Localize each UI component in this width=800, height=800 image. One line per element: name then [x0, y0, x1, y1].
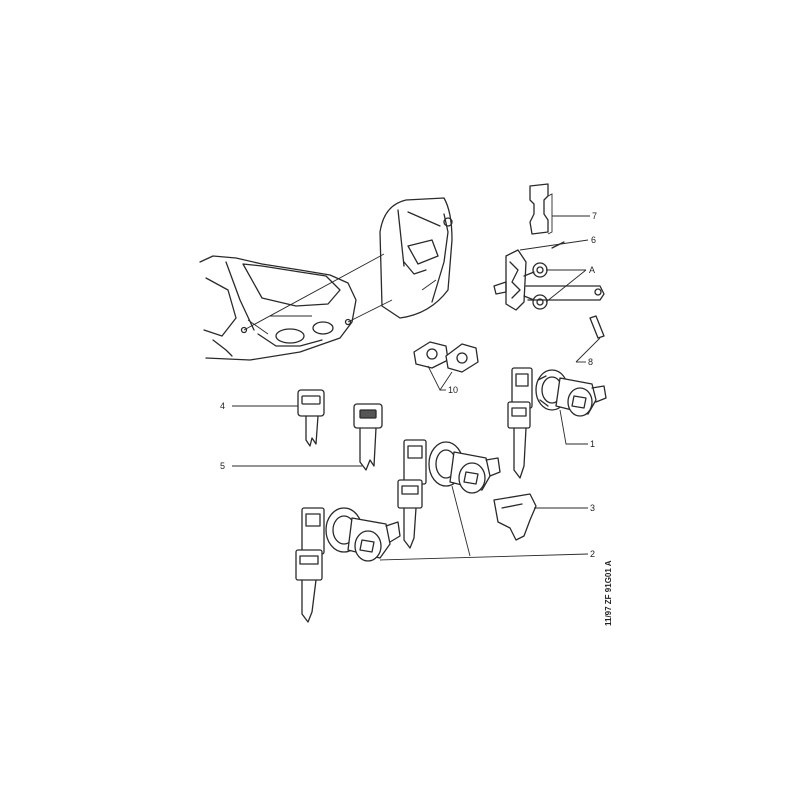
check-strap-plate: 7 — [529, 183, 597, 235]
callout-3: 3 — [590, 503, 595, 513]
lock-barrel-set-2b — [295, 507, 401, 623]
callout-6: 6 — [591, 235, 596, 245]
callout-10: 10 — [448, 385, 458, 395]
callout-2: 2 — [590, 549, 595, 559]
callout-5: 5 — [220, 461, 225, 471]
door-check-strap: 6 A — [493, 235, 605, 311]
callout-1: 1 — [590, 439, 595, 449]
lock-barrel-set-1: 1 — [507, 367, 607, 479]
callout-2-leaders: 2 — [379, 485, 595, 561]
key-blank-4: 4 — [220, 389, 325, 447]
door-detail-inset — [243, 197, 453, 331]
retaining-clip-3: 3 — [493, 493, 595, 541]
lock-barrel-set-2a — [397, 439, 501, 549]
callout-8: 8 — [588, 357, 593, 367]
reference-code: 11/97 ZF 91G01 A — [604, 560, 613, 626]
key-blank-5: 5 — [220, 403, 383, 471]
lock-insert-pair: 10 — [413, 341, 479, 395]
car-door-outline — [199, 255, 357, 361]
callout-4: 4 — [220, 401, 225, 411]
roll-pin: 8 — [575, 315, 605, 367]
callout-7: 7 — [592, 211, 597, 221]
callout-A: A — [589, 265, 595, 275]
